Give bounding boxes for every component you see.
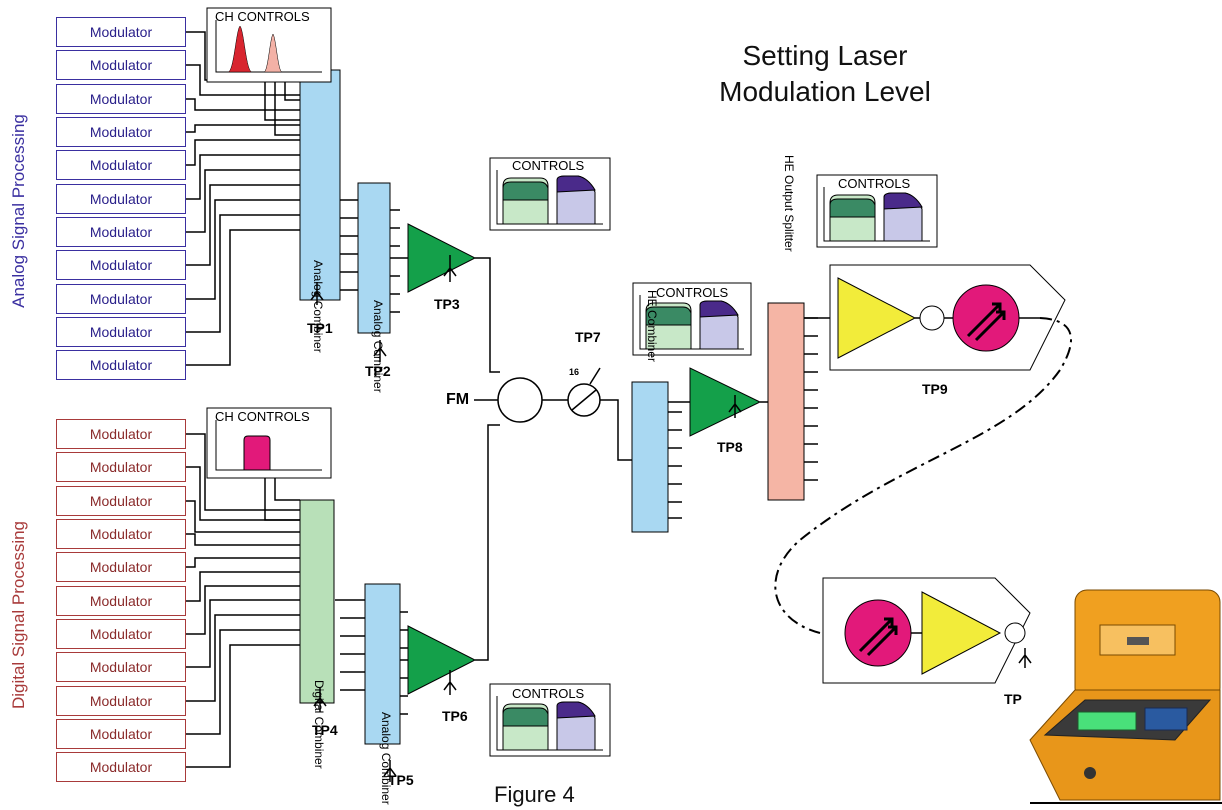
- ch-controls-digital-panel: [206, 407, 332, 479]
- digital-combiner-2: [364, 583, 401, 745]
- title-line-1: Setting Laser: [742, 40, 908, 71]
- analog-combiner-1: [299, 69, 341, 301]
- analog-modulator[interactable]: Modulator: [56, 84, 186, 114]
- analog-modulator[interactable]: Modulator: [56, 150, 186, 180]
- title-line-2: Modulation Level: [719, 76, 931, 107]
- controls-label-2: CONTROLS: [838, 176, 911, 191]
- analog-modulator[interactable]: Modulator: [56, 184, 186, 214]
- controls-label-1: CONTROLS: [512, 158, 585, 173]
- analog-modulator[interactable]: Modulator: [56, 250, 186, 280]
- digital-modulator[interactable]: Modulator: [56, 519, 186, 549]
- figure-caption: Figure 4: [494, 782, 575, 807]
- tp2-label: TP2: [365, 363, 391, 379]
- digital-modulator[interactable]: Modulator: [56, 686, 186, 716]
- digital-wiring: [186, 424, 500, 768]
- analog-modulator[interactable]: Modulator: [56, 317, 186, 347]
- analog-modulator[interactable]: Modulator: [56, 50, 186, 80]
- coupler-value: 16: [569, 367, 580, 377]
- digital-modulator[interactable]: Modulator: [56, 719, 186, 749]
- analog-modulator[interactable]: Modulator: [56, 217, 186, 247]
- digital-modulator[interactable]: Modulator: [56, 619, 186, 649]
- digital-modulator[interactable]: Modulator: [56, 652, 186, 682]
- tp9-label: TP9: [922, 381, 948, 397]
- controls-panel-3: [632, 282, 752, 356]
- analog-modulator[interactable]: Modulator: [56, 284, 186, 314]
- analog-wiring: [186, 31, 500, 373]
- analog-modulator[interactable]: Modulator: [56, 17, 186, 47]
- field-meter-device: [1029, 589, 1222, 804]
- headend-combiner-label: HE Combiner: [645, 290, 659, 363]
- analog-combiner-2: [357, 182, 391, 334]
- digital-modulator[interactable]: Modulator: [56, 452, 186, 482]
- tp4-label: TP4: [312, 722, 338, 738]
- analog-amplifier: [407, 223, 477, 293]
- tp7-label: TP7: [575, 329, 601, 345]
- controls-panel-1: [489, 157, 611, 231]
- analog-modulator[interactable]: Modulator: [56, 117, 186, 147]
- ch-controls-analog-panel: [206, 7, 332, 83]
- optical-receiver: [822, 577, 1031, 684]
- ch-controls-analog-label: CH CONTROLS: [215, 9, 310, 24]
- ch-controls-digital-label: CH CONTROLS: [215, 409, 310, 424]
- output-splitter-label: HE Output Splitter: [782, 155, 796, 252]
- digital-combiner-2-label: Analog Combiner: [379, 712, 393, 805]
- digital-combiner-1-label: Digital Combiner: [312, 680, 326, 769]
- rf-combiner-circle: [474, 367, 768, 461]
- tp6-label: TP6: [442, 708, 468, 724]
- controls-label-4: CONTROLS: [512, 686, 585, 701]
- test-point-markers: [310, 255, 1032, 782]
- tp5-label: TP5: [388, 772, 414, 788]
- analog-modulator[interactable]: Modulator: [56, 350, 186, 380]
- diagram-title: Setting Laser Modulation Level: [660, 38, 990, 110]
- tp1-label: TP1: [307, 320, 333, 336]
- tp8-label: TP8: [717, 439, 743, 455]
- digital-modulator[interactable]: Modulator: [56, 486, 186, 516]
- tp10-label: TP: [1004, 691, 1022, 707]
- headend-combiner: [631, 381, 669, 533]
- digital-combiner-1: [299, 499, 335, 704]
- tp3-label: TP3: [434, 296, 460, 312]
- combiner-stubs: [390, 209, 818, 715]
- controls-label-3: CONTROLS: [656, 285, 729, 300]
- analog-combiner-1-label: Analog Combiner: [311, 260, 325, 353]
- headend-amplifier: [689, 367, 762, 437]
- fiber-link: [774, 317, 1072, 634]
- analog-combiner-2-label: Analog Combiner: [371, 300, 385, 393]
- digital-modulator[interactable]: Modulator: [56, 419, 186, 449]
- digital-modulator[interactable]: Modulator: [56, 752, 186, 782]
- digital-amplifier: [407, 625, 477, 695]
- digital-modulator[interactable]: Modulator: [56, 586, 186, 616]
- controls-panel-4: [489, 683, 611, 757]
- output-splitter: [767, 302, 805, 501]
- fm-label: FM: [446, 391, 470, 408]
- controls-panel-2: [816, 174, 938, 248]
- laser-transmitter: [804, 264, 1066, 371]
- digital-modulator[interactable]: Modulator: [56, 552, 186, 582]
